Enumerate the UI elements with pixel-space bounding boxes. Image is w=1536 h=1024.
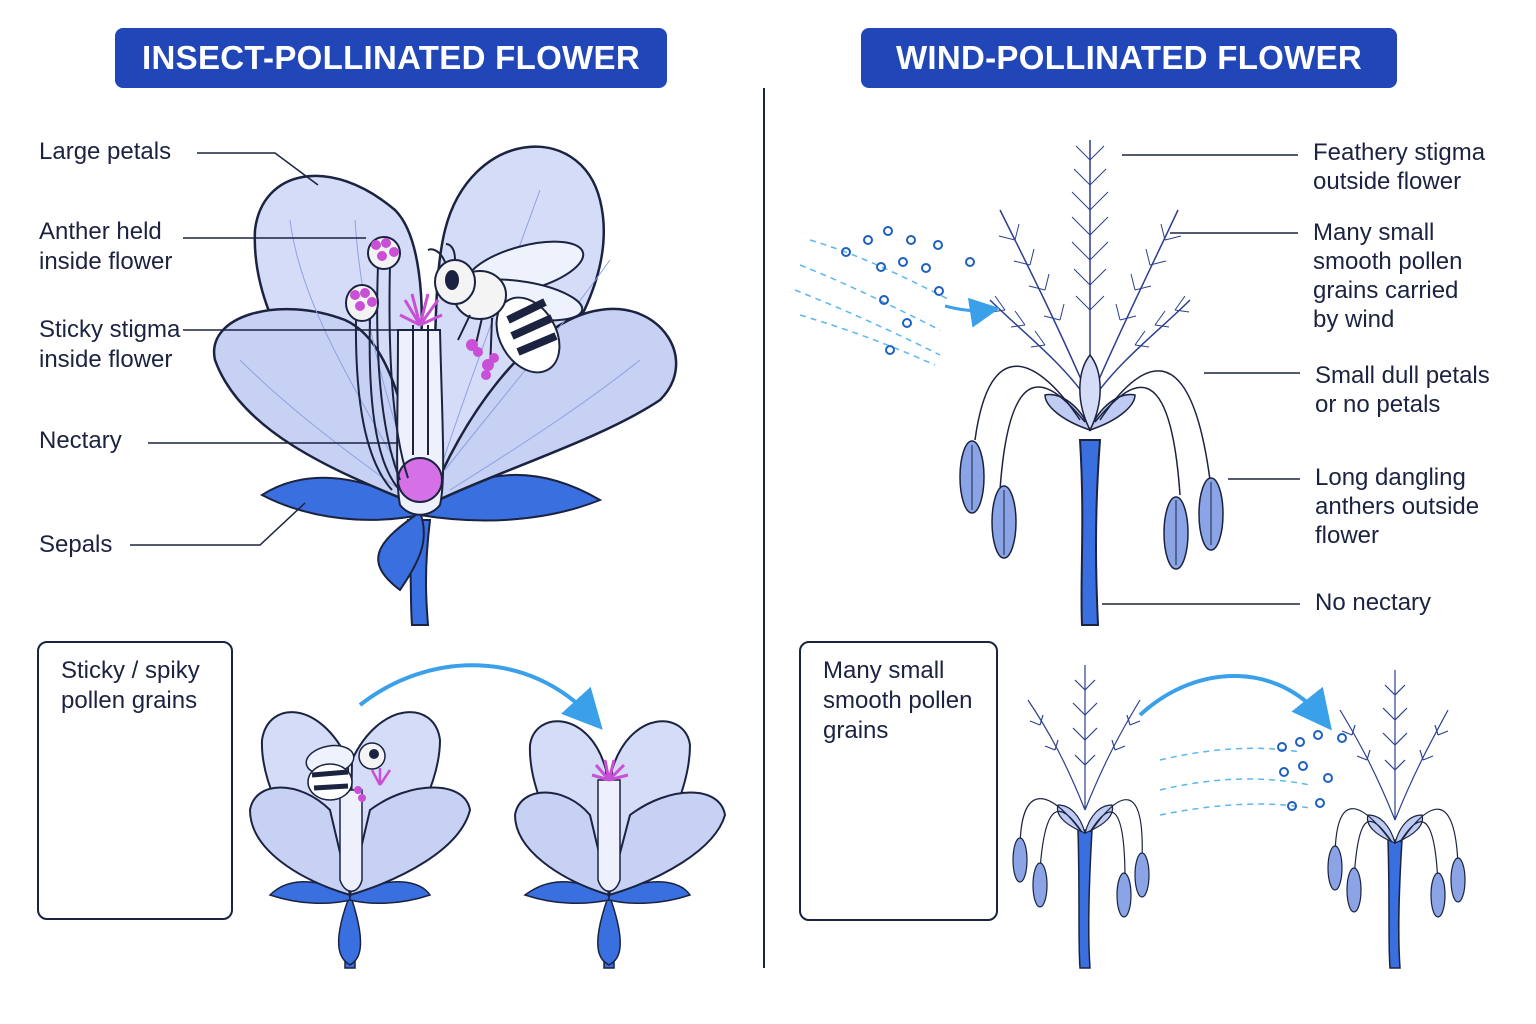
- smooth-pollen-title-line1: Many small: [823, 657, 945, 684]
- label-no-nectary: No nectary: [1315, 589, 1432, 616]
- label-pollen-line4: by wind: [1313, 306, 1395, 333]
- label-anthers-line3: flower: [1315, 522, 1380, 549]
- label-large-petals: Large petals: [39, 138, 172, 165]
- insect-flower-main: [212, 145, 678, 626]
- smooth-pollen-box: [799, 641, 998, 921]
- spiky-pollen-title-line2: pollen grains: [61, 687, 198, 714]
- smooth-pollen-title-line3: grains: [823, 717, 889, 744]
- spiky-pollen-title-line1: Sticky / spiky: [61, 657, 200, 684]
- panel-divider: [763, 88, 765, 968]
- wind-pollination-sequence: [1012, 665, 1466, 969]
- smooth-pollen-title-line2: smooth pollen: [823, 687, 973, 714]
- label-feathery-line2: outside flower: [1313, 168, 1462, 195]
- wind-title-banner: WIND-POLLINATED FLOWER: [861, 28, 1397, 88]
- label-anthers-line2: anthers outside: [1315, 493, 1480, 520]
- sticky-stigma-icon: [399, 293, 443, 327]
- label-petals-line2: or no petals: [1315, 391, 1441, 418]
- label-anthers-line1: Long dangling: [1315, 464, 1466, 491]
- wind-title: WIND-POLLINATED FLOWER: [895, 39, 1363, 76]
- label-pollen-line3: grains carried: [1313, 277, 1459, 304]
- insect-title-banner: INSECT-POLLINATED FLOWER: [115, 28, 667, 88]
- wind-flower-main: [959, 140, 1224, 626]
- bee-icon: [427, 240, 585, 380]
- label-pollen-line2: smooth pollen: [1313, 248, 1463, 275]
- spiky-pollen-box: [37, 641, 233, 920]
- transfer-arrow-wind: [1138, 674, 1332, 731]
- label-anther-line2: inside flower: [39, 248, 173, 275]
- label-nectary: Nectary: [39, 427, 122, 454]
- insect-title: INSECT-POLLINATED FLOWER: [142, 39, 640, 76]
- label-stigma-line2: inside flower: [39, 346, 173, 373]
- wind-pollen-stream: [794, 226, 1000, 366]
- nectary-icon: [397, 457, 443, 503]
- label-stigma-line1: Sticky stigma: [39, 316, 181, 343]
- insect-leader-lines: [130, 152, 408, 546]
- label-anther-line1: Anther held: [39, 218, 162, 245]
- transfer-arrow-insect: [358, 663, 603, 730]
- label-feathery-line1: Feathery stigma: [1313, 139, 1486, 166]
- label-pollen-line1: Many small: [1313, 219, 1435, 246]
- label-sepals: Sepals: [39, 531, 113, 558]
- insect-pollination-sequence: [248, 711, 727, 969]
- wind-leader-lines: [1102, 154, 1300, 605]
- label-petals-line1: Small dull petals: [1315, 362, 1490, 389]
